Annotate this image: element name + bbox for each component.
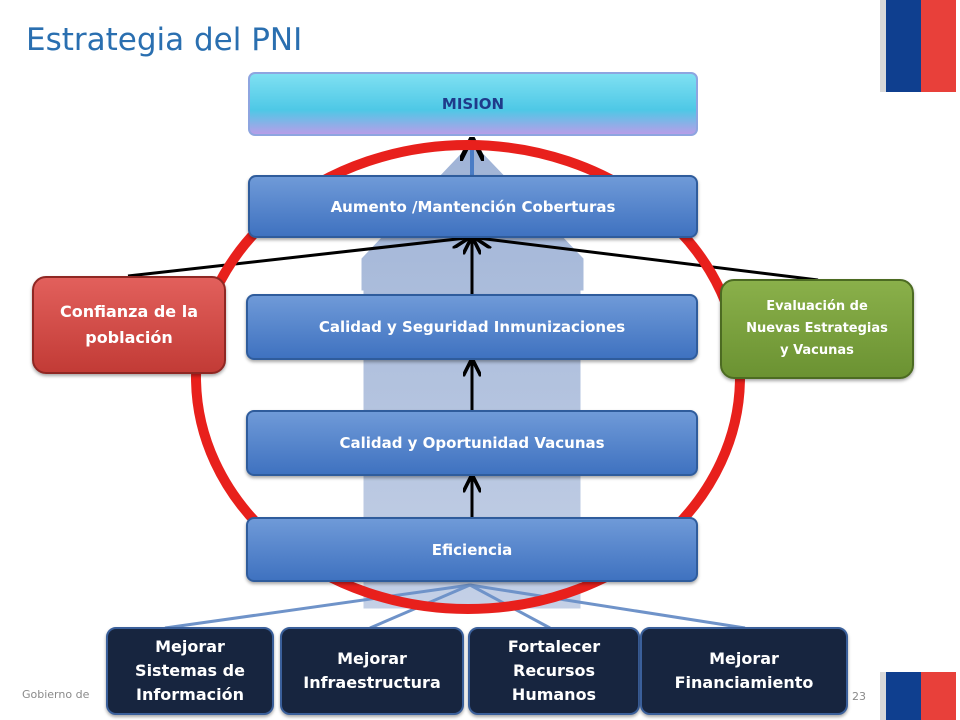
flag-edge bbox=[880, 672, 886, 720]
level-calidad-seguridad: Calidad y Seguridad Inmunizaciones bbox=[246, 294, 698, 360]
arrow-left-factor bbox=[127, 238, 466, 278]
base-financiamiento: Mejorar Financiamiento bbox=[640, 627, 848, 715]
page-title: Estrategia del PNI bbox=[26, 22, 303, 58]
base-sistemas-informacion: Mejorar Sistemas de Información bbox=[106, 627, 274, 715]
base-3-line-2: Recursos bbox=[513, 661, 595, 680]
base-infraestructura: Mejorar Infraestructura bbox=[280, 627, 464, 715]
left-factor-line-1: Confianza de la bbox=[59, 302, 198, 321]
base-recursos-humanos: Fortalecer Recursos Humanos bbox=[468, 627, 640, 715]
base-4-line-2: Financiamiento bbox=[674, 673, 814, 692]
base-1-line-2: Sistemas de bbox=[135, 661, 245, 680]
base-4-line-1: Mejorar bbox=[709, 649, 779, 668]
right-factor-line-1: Evaluación de bbox=[766, 299, 868, 314]
flag-top-right bbox=[880, 0, 956, 92]
flag-red-stripe bbox=[921, 672, 956, 720]
level-coberturas: Aumento /Mantención Coberturas bbox=[248, 175, 698, 238]
base-1-line-1: Mejorar bbox=[155, 637, 225, 656]
page-number: 23 bbox=[852, 690, 866, 703]
flag-bottom-right bbox=[880, 672, 956, 720]
base-3-line-1: Fortalecer bbox=[507, 637, 601, 656]
base-connector-4 bbox=[469, 583, 746, 630]
base-connector-1 bbox=[164, 583, 471, 630]
arrow-right-factor bbox=[478, 238, 819, 282]
level-eficiencia: Eficiencia bbox=[246, 517, 698, 582]
right-factor-line-2: Nuevas Estrategias bbox=[746, 321, 888, 336]
right-factor-evaluacion: Evaluación de Nuevas Estrategias y Vacun… bbox=[720, 279, 914, 379]
level-calidad-oportunidad: Calidad y Oportunidad Vacunas bbox=[246, 410, 698, 476]
base-2-line-1: Mejorar bbox=[337, 649, 407, 668]
mision-box: MISION bbox=[248, 72, 698, 136]
flag-edge bbox=[880, 0, 886, 92]
left-factor-line-2: población bbox=[85, 328, 173, 347]
left-factor-confianza: Confianza de la población bbox=[32, 276, 226, 374]
base-3-line-3: Humanos bbox=[511, 685, 597, 704]
base-2-line-2: Infraestructura bbox=[303, 673, 441, 692]
flag-blue-stripe bbox=[886, 0, 921, 92]
flag-red-stripe bbox=[921, 0, 956, 92]
flag-blue-stripe bbox=[886, 672, 921, 720]
right-factor-line-3: y Vacunas bbox=[780, 343, 854, 358]
base-1-line-3: Información bbox=[135, 685, 244, 704]
footer-text: Gobierno de bbox=[22, 688, 90, 701]
